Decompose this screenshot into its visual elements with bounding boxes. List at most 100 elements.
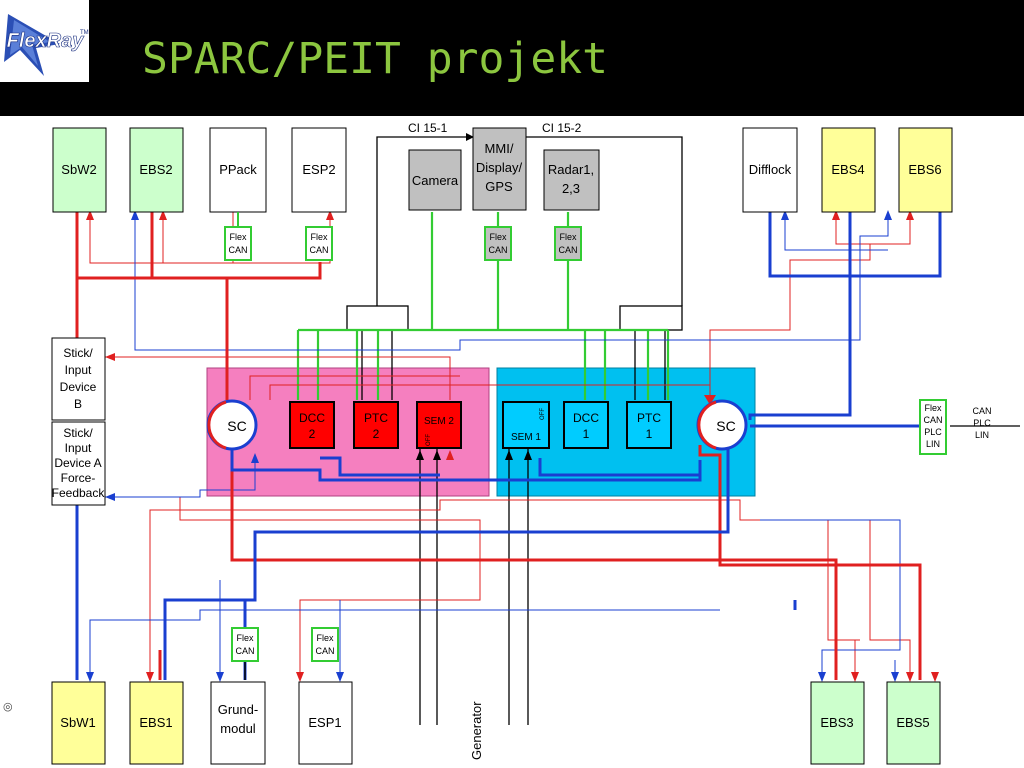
top-node-difflock: Difflock xyxy=(742,127,798,213)
radar-line-2: 2,3 xyxy=(562,181,580,196)
blue-signal-lines xyxy=(89,212,901,680)
red-arrows xyxy=(86,210,939,682)
bottom-node-esp1: ESP1 xyxy=(298,681,353,765)
stick-b-line-1: Stick/ xyxy=(63,346,93,360)
gateway-esp2: Flex CAN xyxy=(305,226,333,261)
ci-right-label: CI 15-2 xyxy=(542,121,582,135)
ptc1-line-1: PTC xyxy=(637,411,661,425)
bottom-node-ebs3: EBS3 xyxy=(810,681,865,765)
right-label-lin: LIN xyxy=(975,430,989,440)
logo-tm: TM xyxy=(80,30,89,36)
gateway-ppack: Flex CAN xyxy=(224,212,252,261)
ebs1-label: EBS1 xyxy=(139,715,172,730)
top-node-ebs2: EBS2 xyxy=(129,127,184,213)
gateway-grundmodul-flex: Flex xyxy=(236,633,254,643)
ecu-ptc2: PTC 2 xyxy=(353,401,399,449)
sem2-label: SEM 2 xyxy=(424,416,454,427)
gateway-right-line-2: CAN xyxy=(923,415,942,425)
sc-left: SC xyxy=(206,399,258,451)
difflock-label: Difflock xyxy=(749,162,792,177)
top-node-ppack: PPack xyxy=(209,127,267,213)
blue-power-bus xyxy=(75,212,942,680)
sc-right-label: SC xyxy=(716,418,735,434)
camera-label: Camera xyxy=(412,173,459,188)
ecu-sem1: SEM 1 OFF xyxy=(502,401,550,449)
ecu-dcc2: DCC 2 xyxy=(289,401,335,449)
bottom-node-sbw1: SbW1 xyxy=(51,681,106,765)
ebs6-label: EBS6 xyxy=(908,162,941,177)
ptc2-line-2: 2 xyxy=(373,427,380,441)
page-title: SPARC/PEIT projekt xyxy=(142,34,608,84)
red-power-bus xyxy=(75,212,922,680)
sem1-off: OFF xyxy=(540,408,546,420)
bottom-node-ebs5: EBS5 xyxy=(886,681,941,765)
generator-label: Generator xyxy=(469,701,484,760)
gateway-right-line-1: Flex xyxy=(924,403,942,413)
blue-arrows xyxy=(86,210,899,682)
mmi-line-2: Display/ xyxy=(476,160,523,175)
top-node-esp2: ESP2 xyxy=(291,127,347,213)
slide-number-icon: ◎ xyxy=(3,700,13,713)
gateway-right: Flex CAN PLC LIN CAN PLC LIN xyxy=(919,399,992,455)
stick-device-b: Stick/ Input Device B xyxy=(51,337,106,421)
dcc2-line-2: 2 xyxy=(309,427,316,441)
ptc2-line-1: PTC xyxy=(364,411,388,425)
ebs3-label: EBS3 xyxy=(820,715,853,730)
gateway-mmi-can: CAN xyxy=(488,245,507,255)
gateway-ppack-flex: Flex xyxy=(229,232,247,242)
right-label-plc: PLC xyxy=(973,418,991,428)
top-node-radar: Radar1, 2,3 xyxy=(543,149,600,211)
sbw1-label: SbW1 xyxy=(60,715,95,730)
logo-text: FlexRay xyxy=(7,30,85,52)
stick-b-line-4: B xyxy=(74,397,82,411)
dcc1-line-2: 1 xyxy=(583,427,590,441)
gateway-right-line-4: LIN xyxy=(926,439,940,449)
esp1-label: ESP1 xyxy=(308,715,341,730)
gateway-grundmodul: Flex CAN xyxy=(231,627,259,680)
gateway-esp1: Flex CAN xyxy=(311,627,339,662)
stick-b-line-3: Device xyxy=(60,380,97,394)
flexray-logo-icon: FlexRay TM xyxy=(4,14,89,76)
network-diagram: SbW2 EBS2 PPack ESP2 Camera MMI/ Display… xyxy=(51,121,1020,765)
top-node-ebs6: EBS6 xyxy=(898,127,953,213)
gateway-esp2-can: CAN xyxy=(309,245,328,255)
ecu-sem2: SEM 2 OFF xyxy=(416,401,462,449)
ci-left-label: CI 15-1 xyxy=(408,121,448,135)
right-label-can: CAN xyxy=(972,406,991,416)
stick-device-a: Stick/ Input Device A Force- Feedback xyxy=(51,421,106,506)
stick-a-line-2: Input xyxy=(65,441,92,455)
ebs2-label: EBS2 xyxy=(139,162,172,177)
slide-header: FlexRay TM SPARC/PEIT projekt xyxy=(0,0,1024,116)
top-node-ebs4: EBS4 xyxy=(821,127,876,213)
sem1-label: SEM 1 xyxy=(511,432,541,443)
gateway-esp1-flex: Flex xyxy=(316,633,334,643)
gateway-ppack-can: CAN xyxy=(228,245,247,255)
ptc1-line-2: 1 xyxy=(646,427,653,441)
grundmodul-line-1: Grund- xyxy=(218,702,258,717)
stick-a-line-3: Device A xyxy=(54,456,101,470)
top-node-mmi: MMI/ Display/ GPS xyxy=(472,127,527,211)
gateway-radar-flex: Flex xyxy=(559,232,577,242)
ebs4-label: EBS4 xyxy=(831,162,864,177)
stick-a-line-1: Stick/ xyxy=(63,426,93,440)
gateway-esp1-can: CAN xyxy=(315,646,334,656)
bottom-node-grundmodul: Grund- modul xyxy=(210,681,266,765)
black-bus xyxy=(346,136,1020,725)
stick-a-line-5: Feedback xyxy=(52,486,106,500)
ebs5-label: EBS5 xyxy=(896,715,929,730)
gateway-right-line-3: PLC xyxy=(924,427,942,437)
stick-b-line-2: Input xyxy=(65,363,92,377)
flexray-logo: FlexRay TM xyxy=(0,0,89,82)
ecu-dcc1: DCC 1 xyxy=(563,401,609,449)
ppack-label: PPack xyxy=(219,162,257,177)
gateway-mmi: Flex CAN xyxy=(484,226,512,261)
ecu-ptc1: PTC 1 xyxy=(626,401,672,449)
gateway-radar: Flex CAN xyxy=(554,226,582,261)
sc-left-label: SC xyxy=(227,418,246,434)
gateway-radar-can: CAN xyxy=(558,245,577,255)
top-node-camera: Camera xyxy=(408,149,462,211)
bottom-node-ebs1: EBS1 xyxy=(129,681,184,765)
stick-a-line-4: Force- xyxy=(61,471,96,485)
mmi-line-1: MMI/ xyxy=(485,141,514,156)
esp2-label: ESP2 xyxy=(302,162,335,177)
